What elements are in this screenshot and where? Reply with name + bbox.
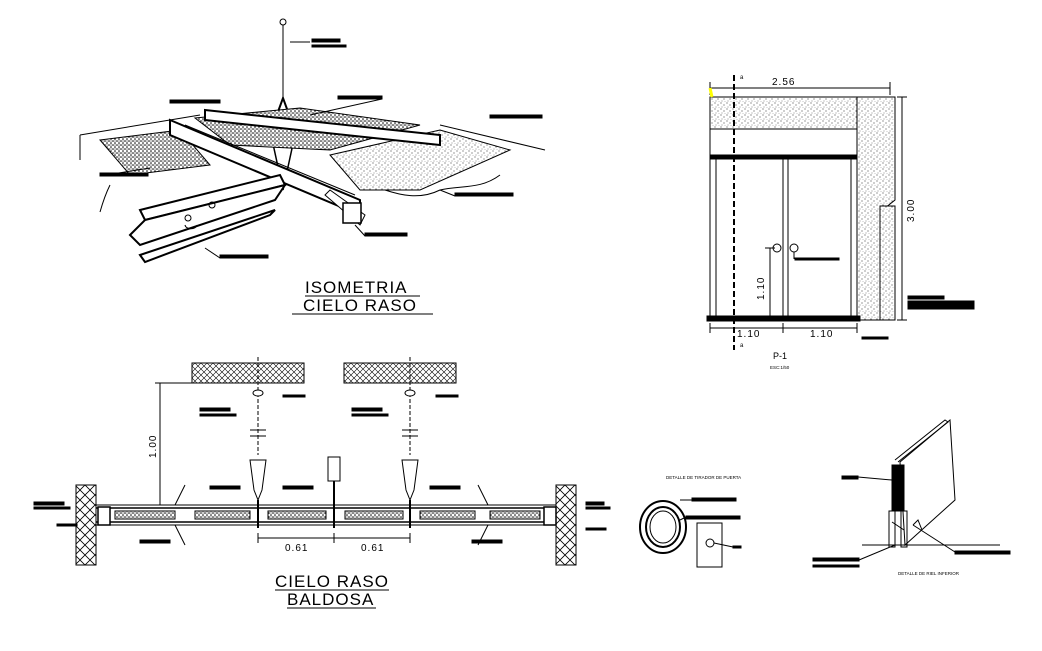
door-scale: ESC:1/50 (770, 365, 790, 370)
lower-rail-detail-title: DETALLE DE RIEL INFERIOR (898, 571, 960, 576)
section-mark-top: a (740, 75, 744, 81)
section-title-line1: CIELO RASO (275, 572, 389, 591)
section-dim-span-1: 0.61 (285, 543, 308, 554)
lower-rail-detail-drawing (812, 418, 1011, 568)
section-title-line2: BALDOSA (287, 590, 374, 609)
door-label: P-1 (773, 351, 787, 361)
isometric-ceiling-drawing (79, 18, 546, 264)
isometric-title-line1: ISOMETRIA (305, 278, 408, 297)
door-dim-left: 1.10 (737, 329, 760, 340)
section-dim-vertical: 1.00 (148, 435, 159, 458)
door-elevation-drawing (706, 75, 975, 350)
door-pull-detail-drawing (639, 497, 742, 568)
door-dim-right: 1.10 (810, 329, 833, 340)
isometric-title-line2: CIELO RASO (303, 296, 417, 315)
door-dim-handle: 1.10 (756, 277, 767, 300)
door-dim-height: 3.00 (906, 199, 917, 222)
door-dim-top: 2.56 (772, 77, 795, 88)
ceiling-section-drawing (33, 357, 611, 566)
door-pull-detail-title: DETALLE DE TIRADOR DE PUERTA (666, 475, 741, 480)
section-dim-span-2: 0.61 (361, 543, 384, 554)
section-mark-bottom: a (740, 343, 744, 349)
